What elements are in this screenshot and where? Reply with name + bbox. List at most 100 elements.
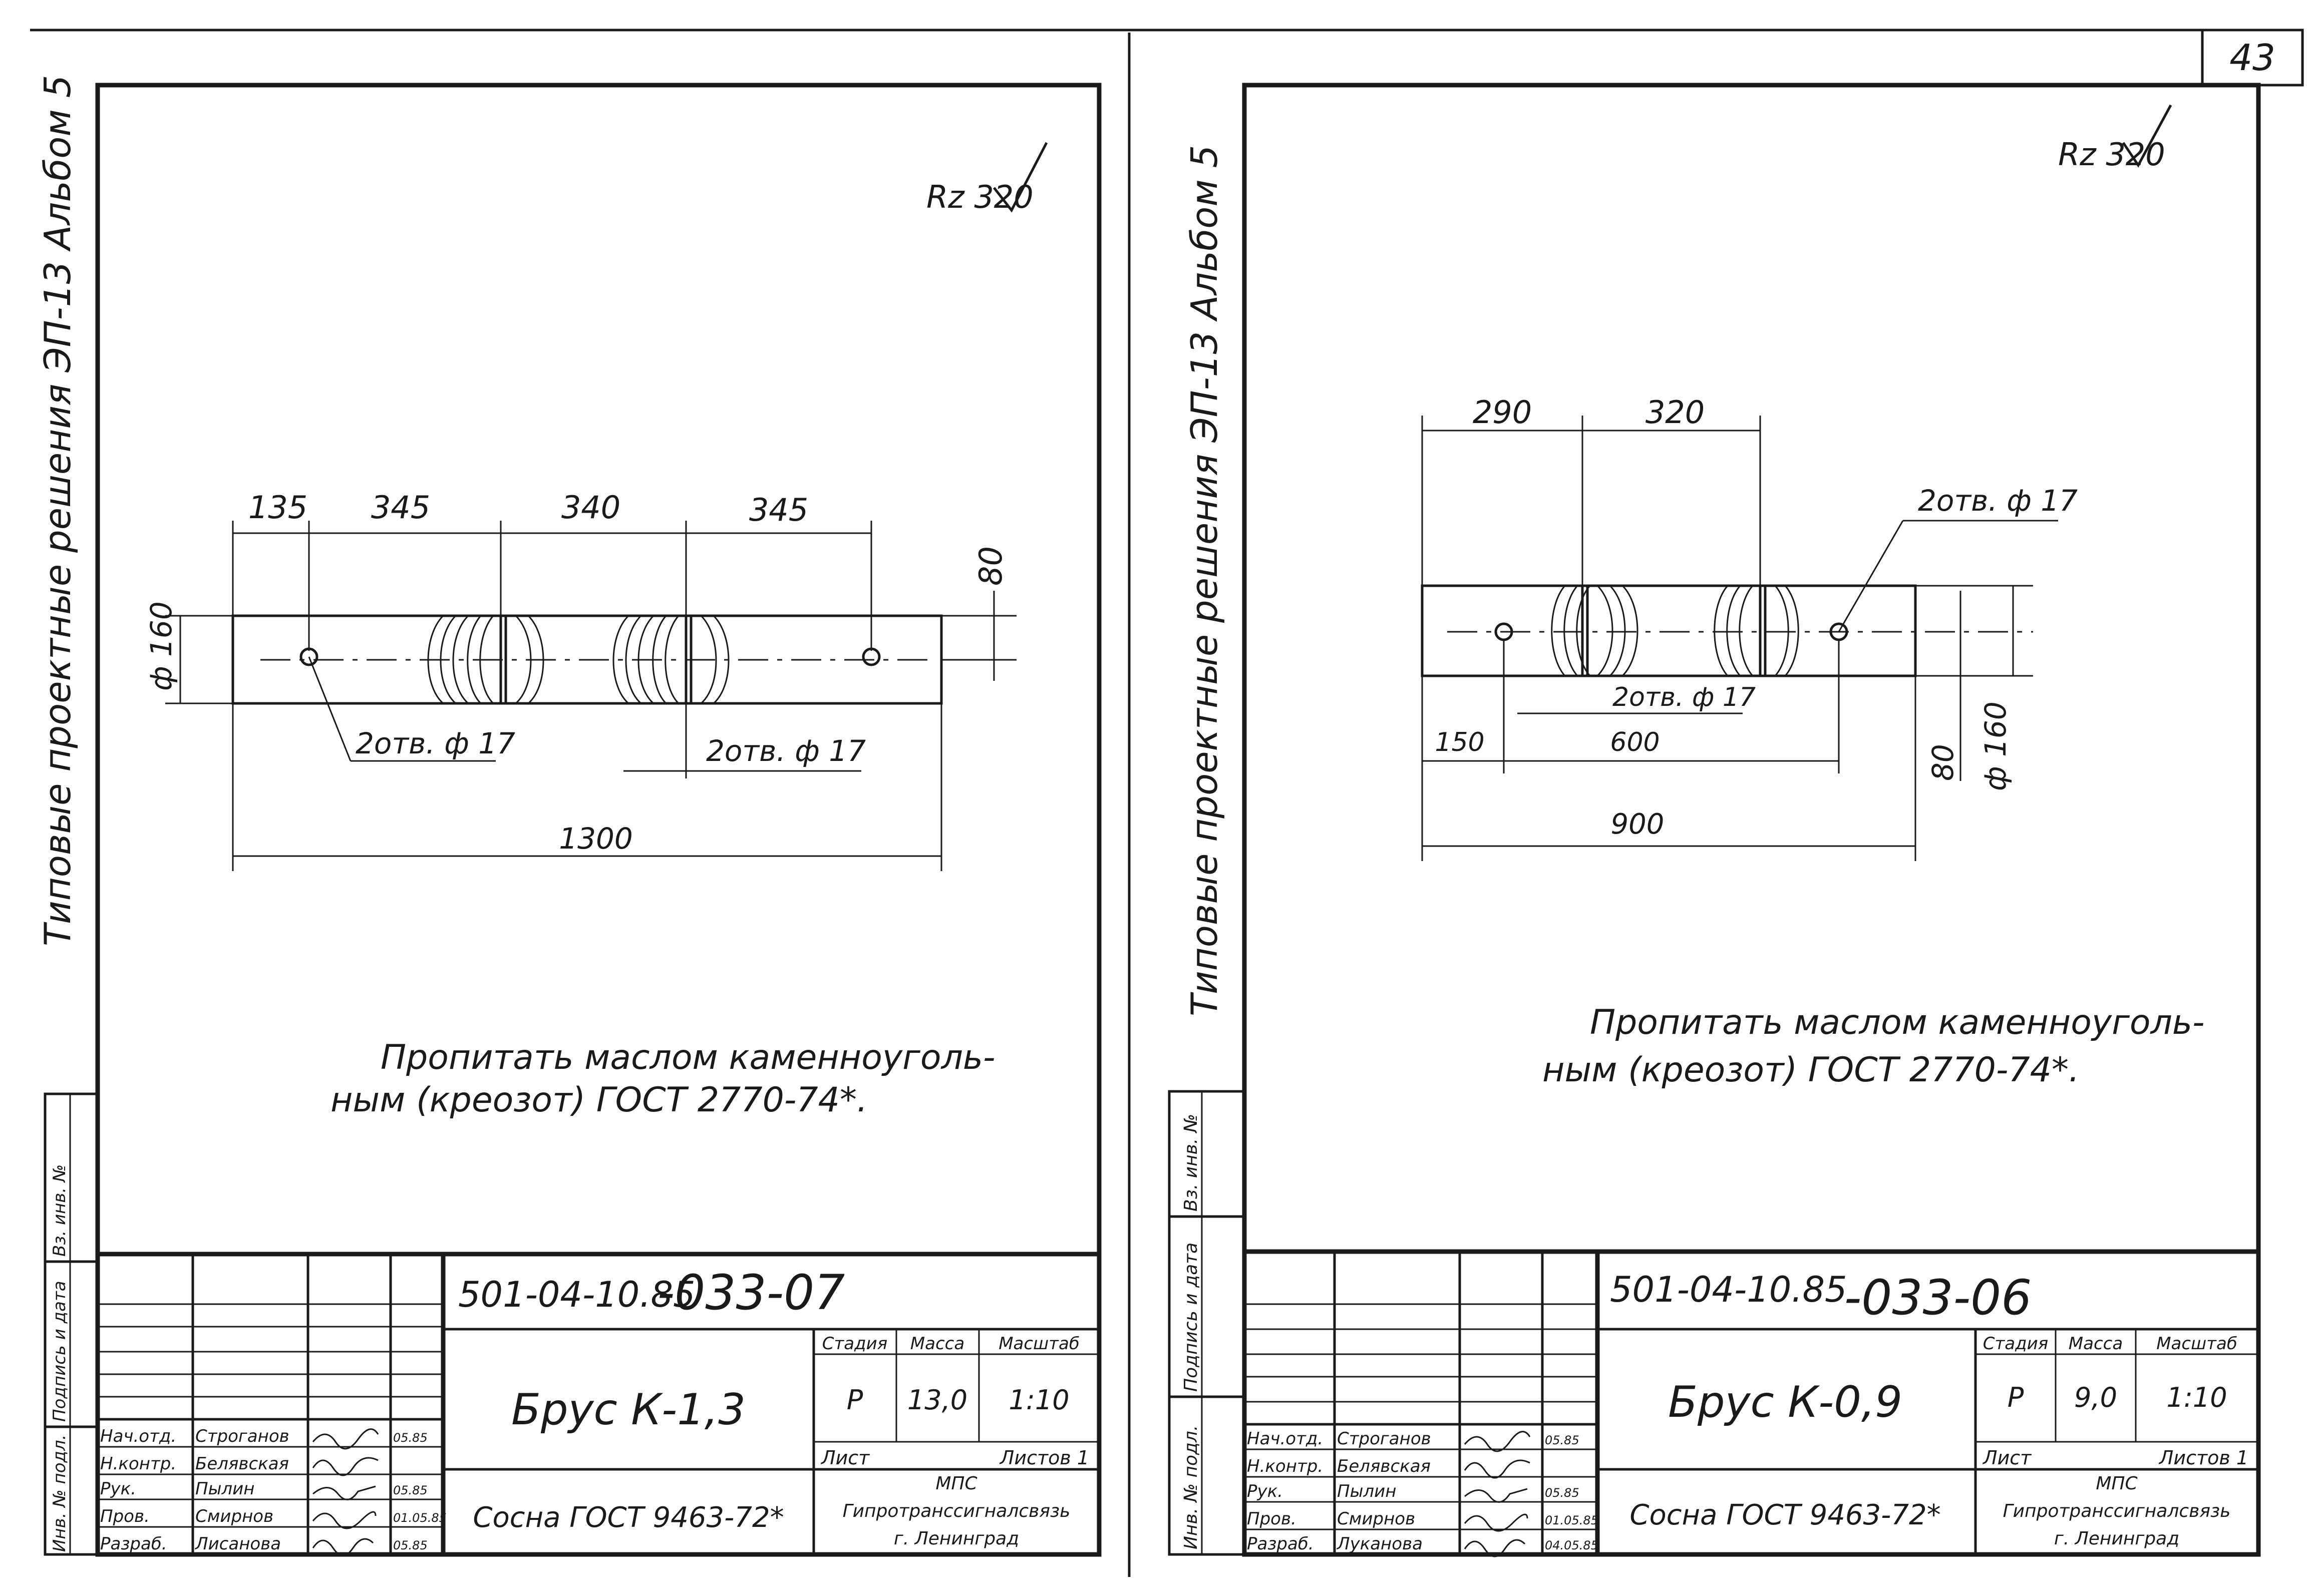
right-doc-suffix: -033-06 [1844, 1270, 2032, 1326]
left-role-5: Разраб. [100, 1534, 167, 1554]
left-role-2: Н.контр. [100, 1454, 176, 1474]
left-dim-phi: ф 160 [144, 601, 178, 691]
right-org-2: Гипротранссигналсвязь [2003, 1501, 2231, 1521]
left-signature-2 [312, 1457, 379, 1476]
left-sheet-label: Лист [820, 1447, 870, 1469]
left-dim-345a: 345 [371, 489, 430, 526]
left-dim-340: 340 [561, 489, 620, 526]
right-name-1: Строганов [1337, 1429, 1431, 1449]
right-name-4: Смирнов [1337, 1509, 1415, 1529]
right-frame [1242, 83, 2261, 1557]
left-staff-table: Нач.отд. Н.контр. Рук. Пров. Разраб. Стр… [100, 1426, 447, 1556]
left-top-dimensions [232, 521, 872, 651]
left-doc-code: 501-04-10.85 [458, 1274, 696, 1315]
right-dim-80: 80 [1926, 744, 1960, 781]
right-role-1: Нач.отд. [1247, 1429, 1323, 1449]
left-date-5: 05.85 [393, 1538, 428, 1552]
left-role-4: Пров. [100, 1506, 150, 1526]
left-side-col-2: Подпись и дата [50, 1281, 70, 1422]
right-role-4: Пров. [1247, 1509, 1296, 1529]
right-stage: Р [2008, 1382, 2024, 1413]
left-org-1: МПС [935, 1473, 977, 1494]
left-dim-345b: 345 [749, 492, 808, 528]
right-holes-1: 2отв. ф 17 [1918, 484, 2078, 518]
left-wood-grain-1 [427, 615, 544, 704]
left-date-4: 01.05.85 [393, 1511, 447, 1525]
right-roughness-mark [2122, 104, 2172, 168]
right-stage-header: Стадия [1983, 1334, 2048, 1354]
left-holes-1: 2отв. ф 17 [356, 726, 515, 760]
right-name-3: Пылин [1337, 1481, 1396, 1501]
left-holes-2: 2отв. ф 17 [706, 734, 866, 768]
right-wood-grain-1 [1551, 585, 1638, 677]
left-signature-3 [312, 1485, 376, 1500]
left-side-col-3: Вз. инв. № [50, 1164, 70, 1257]
left-signature-1 [312, 1428, 379, 1450]
right-dim-600: 600 [1610, 727, 1660, 757]
left-roughness: Rz 320 [926, 179, 1034, 215]
right-signature-5 [1464, 1539, 1526, 1557]
right-role-5: Разраб. [1247, 1534, 1314, 1554]
right-sheet: Типовые проектные решения ЭП-13 Альбом 5… [1168, 83, 2261, 1557]
left-side-stamp [44, 1092, 99, 1556]
left-doc-suffix: -033-07 [657, 1265, 845, 1321]
left-title-block [98, 1252, 1099, 1554]
left-note-2: ным (креозот) ГОСТ 2770-74*. [331, 1080, 868, 1120]
right-title: Брус К-0,9 [1668, 1377, 1902, 1427]
left-hole-2 [862, 647, 881, 666]
left-org-2: Гипротранссигналсвязь [843, 1501, 1071, 1521]
right-wood-grain-2 [1714, 585, 1799, 676]
right-scale: 1:10 [2166, 1382, 2227, 1413]
left-name-1: Строганов [195, 1426, 289, 1446]
left-mass: 13,0 [907, 1384, 967, 1416]
right-sheet-label: Лист [1982, 1447, 2032, 1469]
right-side-stamp [1168, 1090, 1246, 1556]
right-dim-150: 150 [1435, 727, 1484, 757]
left-material: Сосна ГОСТ 9463-72* [473, 1501, 784, 1534]
right-date-4: 01.05.85 [1545, 1513, 1598, 1527]
right-roughness: Rz 320 [2058, 136, 2165, 173]
left-scale-header: Масштаб [999, 1334, 1080, 1354]
left-stage-header: Стадия [822, 1334, 887, 1354]
left-signature-4 [312, 1511, 377, 1529]
right-side-col-1: Инв. № подл. [1181, 1425, 1201, 1549]
left-org-3: г. Ленинград [894, 1528, 1019, 1549]
left-role-1: Нач.отд. [100, 1426, 176, 1446]
right-scale-header: Масштаб [2156, 1334, 2237, 1354]
left-note-1: Пропитать маслом каменноуголь- [381, 1038, 996, 1077]
left-scale: 1:10 [1009, 1384, 1069, 1416]
left-name-3: Пылин [195, 1479, 254, 1499]
right-note-2: ным (креозот) ГОСТ 2770-74*. [1542, 1050, 2080, 1090]
left-roughness-mark [993, 142, 1048, 213]
left-date-1: 05.85 [393, 1431, 428, 1445]
right-holes-2: 2отв. ф 17 [1612, 682, 1756, 712]
right-beam [1421, 584, 1917, 677]
right-mass-header: Масса [2069, 1334, 2123, 1354]
right-side-note: Типовые проектные решения ЭП-13 Альбом 5 [1183, 145, 1225, 1016]
right-org-3: г. Ленинград [2054, 1528, 2179, 1549]
left-name-5: Лисанова [194, 1534, 281, 1554]
right-leader-1 [1838, 520, 1904, 632]
left-dim-80: 80 [972, 546, 1009, 586]
right-dim-320: 320 [1645, 394, 1705, 431]
right-signature-3 [1464, 1488, 1528, 1503]
left-name-4: Смирнов [195, 1506, 273, 1526]
right-org-1: МПС [2096, 1473, 2138, 1494]
right-dim-900: 900 [1611, 808, 1665, 841]
right-bottom-dimensions [1421, 640, 1916, 861]
left-stage: Р [847, 1384, 863, 1416]
right-name-2: Белявская [1337, 1456, 1431, 1476]
left-side-col-1: Инв. № подл. [50, 1434, 70, 1552]
right-title-block [1244, 1249, 2258, 1554]
right-sheets-label: Листов 1 [2158, 1447, 2248, 1469]
right-date-1: 05.85 [1545, 1433, 1579, 1447]
right-mass: 9,0 [2074, 1382, 2117, 1413]
right-doc-code: 501-04-10.85 [1610, 1269, 1847, 1310]
left-dim-1300: 1300 [559, 822, 633, 856]
right-material: Сосна ГОСТ 9463-72* [1629, 1499, 1940, 1531]
left-sheet: Типовые проектные решения ЭП-13 Альбом 5… [37, 75, 1102, 1557]
left-side-note: Типовые проектные решения ЭП-13 Альбом 5 [37, 75, 79, 946]
right-date-3: 05.85 [1545, 1486, 1579, 1500]
left-signature-5 [312, 1538, 374, 1556]
